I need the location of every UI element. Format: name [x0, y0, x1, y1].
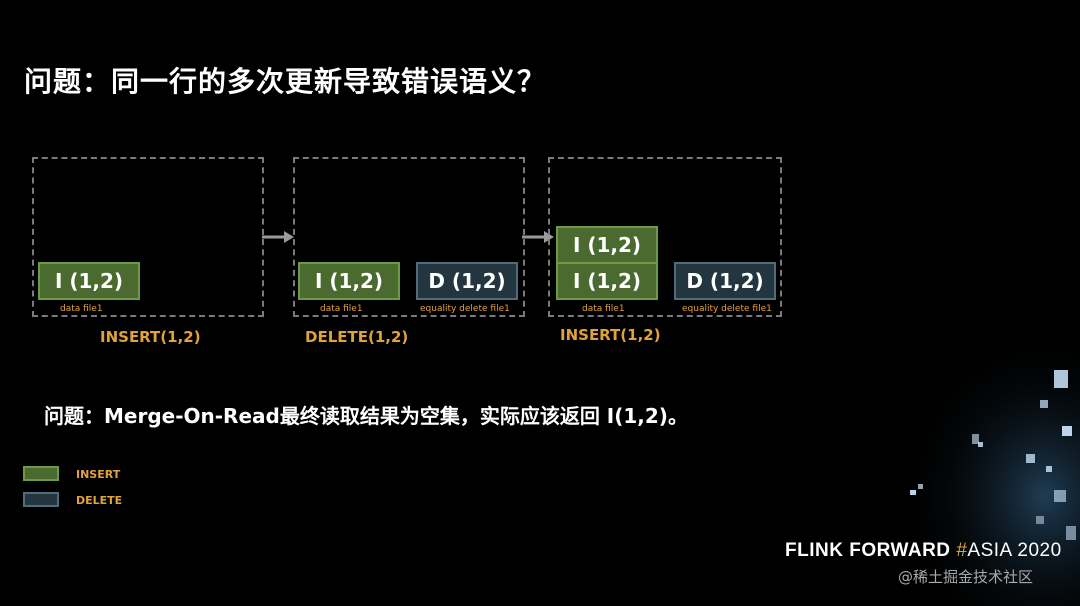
insert-cell: I (1,2) [38, 262, 140, 300]
op-label-insert-2: INSERT(1,2) [560, 326, 661, 344]
legend-insert-label: INSERT [76, 468, 121, 481]
data-file-label: data file1 [320, 304, 363, 314]
insert-cell: I (1,2) [298, 262, 400, 300]
data-file-label: data file1 [60, 304, 103, 314]
watermark: @稀土掘金技术社区 [898, 568, 1034, 586]
brand-sub: ASIA 2020 [967, 540, 1062, 561]
delete-cell: D (1,2) [416, 262, 518, 300]
brand-hash: # [956, 540, 968, 561]
panel-insert-2 [548, 157, 782, 317]
arrow-right-icon [262, 231, 294, 243]
insert-cell: I (1,2) [556, 226, 658, 264]
event-brand: FLINK FORWARD #ASIA 2020 [785, 540, 1062, 562]
equality-delete-file-label: equality delete file1 [682, 304, 772, 314]
legend-insert-swatch [23, 466, 59, 481]
op-label-delete: DELETE(1,2) [305, 328, 409, 346]
legend-delete-label: DELETE [76, 494, 123, 507]
data-file-label: data file1 [582, 304, 625, 314]
problem-statement: 问题：Merge-On-Read最终读取结果为空集，实际应该返回 I(1,2)。 [44, 404, 688, 428]
equality-delete-file-label: equality delete file1 [420, 304, 510, 314]
insert-cell: I (1,2) [556, 262, 658, 300]
legend-delete-swatch [23, 492, 59, 507]
brand-main: FLINK FORWARD [785, 540, 951, 561]
decorative-particles [840, 330, 1080, 606]
op-label-insert-1: INSERT(1,2) [100, 328, 201, 346]
slide-title: 问题：同一行的多次更新导致错误语义？ [24, 65, 547, 98]
delete-cell: D (1,2) [674, 262, 776, 300]
